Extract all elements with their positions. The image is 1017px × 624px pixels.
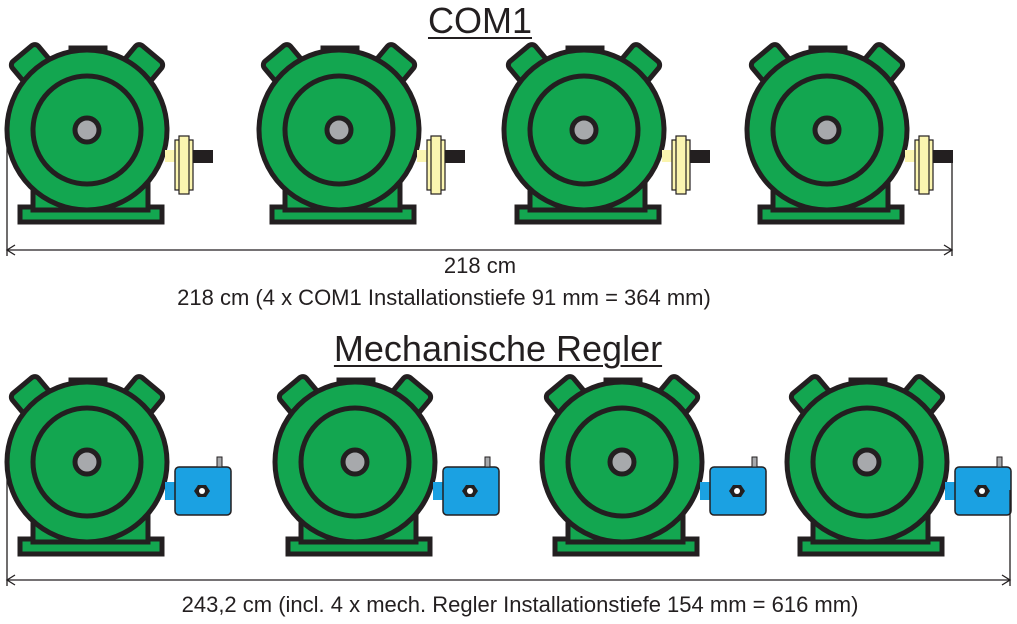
mechanical-regulator-icon <box>944 456 1012 516</box>
mechanical-regulator-icon <box>699 456 767 516</box>
mechanical-pump <box>542 375 767 554</box>
com1-pump <box>504 43 711 222</box>
mechanical-pump-row <box>7 375 1012 554</box>
mechanical-pump <box>787 375 1012 554</box>
com1-dimension-line <box>5 130 954 256</box>
mechanical-dimension-line <box>5 462 1012 586</box>
com1-dimension-label: 218 cm <box>443 253 517 278</box>
mechanical-title: Mechanische Regler <box>333 328 663 369</box>
mechanical-pump <box>275 375 500 554</box>
com1-title: COM1 <box>427 0 532 41</box>
com1-pump <box>7 43 214 222</box>
com1-note: 218 cm (4 x COM1 Installationstiefe 91 m… <box>177 285 711 310</box>
mechanical-pump <box>7 375 232 554</box>
mechanical-regulator-icon <box>432 456 500 516</box>
com1-coupling-icon <box>164 135 214 195</box>
mechanical-regulator-icon <box>164 456 232 516</box>
com1-coupling-icon <box>416 135 466 195</box>
com1-pump-row <box>7 43 954 222</box>
com1-pump <box>259 43 466 222</box>
com1-coupling-icon <box>661 135 711 195</box>
com1-pump <box>747 43 954 222</box>
mechanical-note: 243,2 cm (incl. 4 x mech. Regler Install… <box>181 592 859 617</box>
com1-coupling-icon <box>904 135 954 195</box>
